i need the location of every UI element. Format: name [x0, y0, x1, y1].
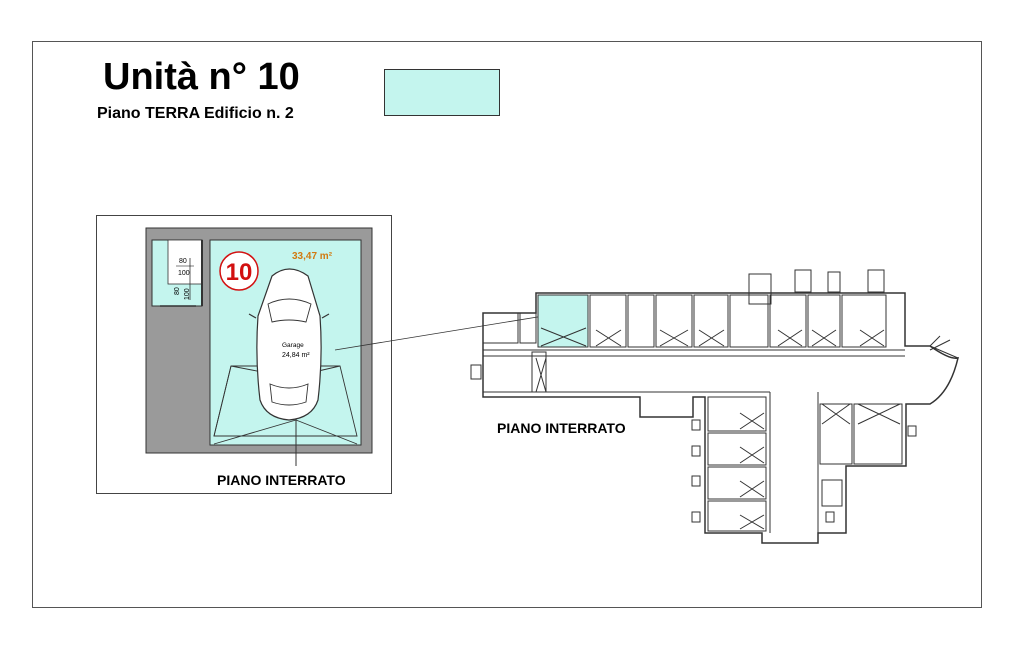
detail-leader-line — [334, 312, 563, 351]
plan-floor-label: PIANO INTERRATO — [497, 420, 626, 436]
plan-room-left — [482, 312, 519, 344]
garage-cross — [595, 329, 622, 347]
shaft — [867, 269, 885, 293]
ramp-hatch — [929, 335, 959, 359]
door-dimension-height: 100 — [178, 270, 190, 277]
unit-subtitle: Piano TERRA Edificio n. 2 — [97, 105, 294, 122]
building-floor-plan — [470, 269, 960, 544]
plan-garage — [769, 294, 807, 348]
plan-garage — [841, 294, 887, 348]
room-name-label: Garage — [282, 342, 304, 349]
plan-garage — [819, 403, 853, 465]
garage-cross — [659, 329, 689, 347]
garage-cross — [857, 403, 901, 425]
garage-cross — [821, 403, 851, 425]
door-dimension-width: 80 — [179, 258, 187, 265]
garage-cross — [859, 329, 885, 347]
plan-garage — [707, 432, 767, 466]
pillar — [825, 511, 835, 523]
plan-garage — [707, 500, 767, 532]
ramp-cross — [535, 357, 547, 393]
plan-garage — [589, 294, 627, 348]
building-outline — [482, 292, 960, 544]
garage-cross — [540, 327, 587, 347]
total-area-label: 33,47 m² — [292, 251, 333, 262]
shaft — [827, 271, 841, 293]
detail-frame — [96, 215, 392, 494]
plan-room-left-2 — [519, 312, 537, 344]
unit-title: Unità n° 10 — [103, 56, 300, 98]
pillar — [470, 364, 482, 380]
pillar — [691, 511, 701, 523]
shaft — [794, 269, 812, 293]
garage-detail-plan: 10 33,47 m² Garage 24,84 m² 80 100 80 10… — [145, 227, 563, 466]
stairwell — [821, 479, 843, 507]
plan-garage — [655, 294, 693, 348]
niche-dimension-width: 80 — [174, 287, 181, 295]
garage-cross — [739, 514, 765, 530]
plan-garage — [707, 396, 767, 432]
garage-cross — [698, 329, 725, 347]
plan-garage — [807, 294, 841, 348]
floor-diagonal-1 — [213, 419, 297, 445]
detail-floor-label: PIANO INTERRATO — [217, 472, 346, 488]
pillar — [691, 445, 701, 457]
floor-diagonal-left — [213, 365, 232, 437]
floor-diagonal-3 — [230, 365, 263, 373]
stairwell — [748, 273, 772, 305]
plan-garage — [707, 466, 767, 500]
plan-garage — [853, 403, 903, 465]
unit-number: 10 — [226, 259, 253, 286]
garage-cross — [777, 329, 803, 347]
niche-cabinet — [167, 239, 203, 285]
pillar — [691, 419, 701, 431]
garage-cross — [739, 480, 765, 498]
highlight-legend-swatch — [384, 69, 500, 116]
garage-cross — [739, 412, 765, 430]
room-area-label: 24,84 m² — [282, 352, 310, 359]
niche-dimension-height: 100 — [184, 288, 191, 300]
pillar — [907, 425, 917, 437]
unit-number-circle — [219, 251, 259, 291]
garage-cross — [739, 446, 765, 464]
plan-unit-10-highlight — [537, 294, 589, 348]
floor-diagonal-2 — [295, 419, 358, 445]
car-icon — [248, 268, 330, 421]
ramp — [531, 351, 547, 393]
plan-garage — [693, 294, 729, 348]
garage-cross — [811, 329, 837, 347]
plan-garage — [627, 294, 655, 348]
pillar — [691, 475, 701, 487]
drawing-sheet-border — [32, 41, 982, 608]
